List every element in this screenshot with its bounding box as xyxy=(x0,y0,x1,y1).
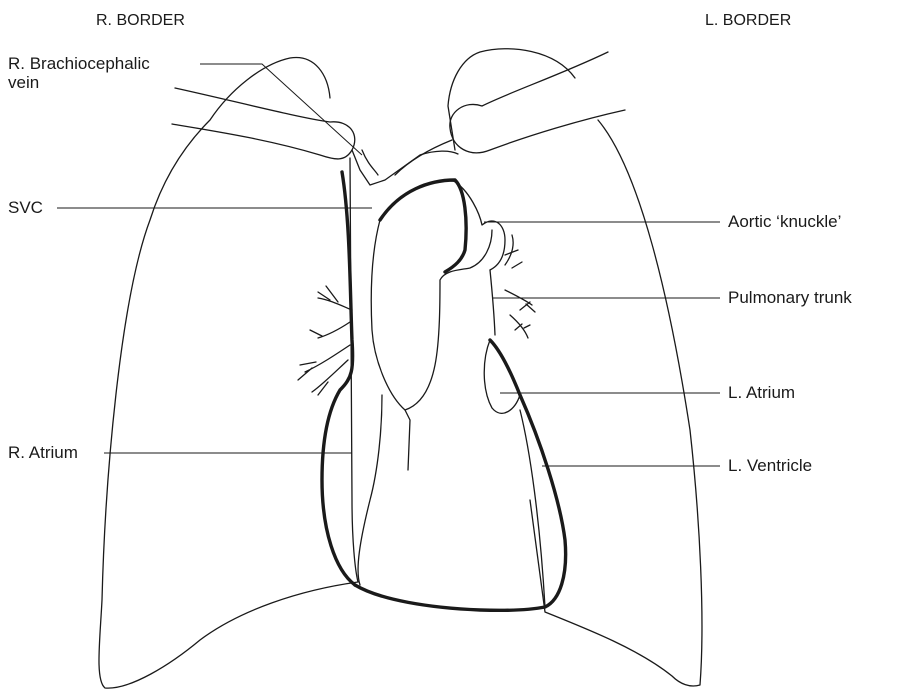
label-aortic-knuckle: Aortic ‘knuckle’ xyxy=(728,214,841,230)
left-brachiocephalic-vein xyxy=(395,52,625,175)
pulmonary-trunk-outline xyxy=(490,270,495,335)
right-lung-outline xyxy=(99,58,358,689)
aortic-knuckle-outline xyxy=(452,180,505,270)
leader-brachiocephalic xyxy=(200,64,362,155)
label-brachiocephalic-vein-line2: vein xyxy=(8,75,39,91)
right-border-heading: R. BORDER xyxy=(96,13,185,29)
label-l-ventricle: L. Ventricle xyxy=(728,458,812,474)
label-pulmonary-trunk: Pulmonary trunk xyxy=(728,290,852,306)
left-lung-outline xyxy=(448,49,702,686)
right-atrium-inner-outline xyxy=(358,395,382,585)
aortic-arch-border xyxy=(380,180,466,272)
left-atrium-outline xyxy=(484,340,520,413)
left-ventricle-outline xyxy=(520,410,545,607)
label-l-atrium: L. Atrium xyxy=(728,385,795,401)
label-svc: SVC xyxy=(8,200,43,216)
ascending-aorta-outline xyxy=(371,220,492,410)
left-heart-border xyxy=(490,340,566,607)
inner-heart-outline xyxy=(405,410,410,470)
label-brachiocephalic-vein-line1: R. Brachiocephalic xyxy=(8,56,150,72)
label-r-atrium: R. Atrium xyxy=(8,445,78,461)
right-hilar-vessels xyxy=(298,286,352,395)
heart-lower-border xyxy=(355,585,545,610)
left-border-heading: L. BORDER xyxy=(705,13,791,29)
left-hilar-vessels xyxy=(505,235,535,338)
leader-lines xyxy=(57,64,720,466)
